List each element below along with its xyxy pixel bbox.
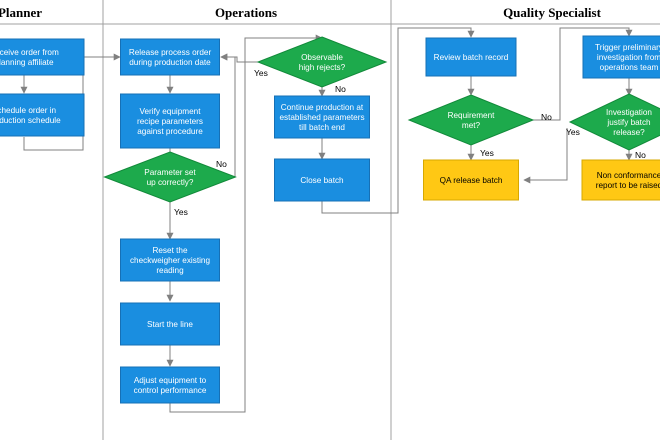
edge-close-to-review	[321, 27, 475, 214]
node-label-line: checkweigher existing	[130, 256, 211, 265]
node-qa-release: QA release batch	[423, 159, 519, 201]
decision-diamond	[568, 93, 660, 151]
edge-schedule-to-release	[23, 53, 121, 151]
lane-title-planner: Planner	[0, 5, 42, 20]
node-label-line: release?	[613, 128, 645, 137]
node-start-line: Start the line	[120, 302, 220, 346]
label-investigation-no: No	[635, 150, 646, 160]
process-box	[120, 38, 220, 76]
process-box	[120, 302, 220, 346]
process-box	[582, 35, 660, 79]
node-label-line: Investigation	[606, 108, 652, 117]
node-label-line: Non conformance	[597, 171, 660, 180]
node-review-batch: Review batch record	[425, 37, 517, 77]
node-label-line: report to be raised	[596, 181, 660, 190]
decision-diamond	[103, 151, 237, 203]
node-label-line: operations team	[600, 63, 659, 72]
edge-label-layer: Yes No Yes No Yes No Yes No	[174, 68, 646, 217]
node-label-line: recipe parameters	[137, 117, 203, 126]
node-label-line: Parameter set	[144, 168, 196, 177]
decision-diamond	[256, 36, 388, 88]
process-box	[0, 38, 85, 76]
node-label-line: against procedure	[137, 127, 203, 136]
label-investigation-yes: Yes	[566, 127, 580, 137]
node-label-line: Trigger preliminary	[595, 43, 660, 52]
node-label-line: production schedule	[0, 116, 61, 125]
node-label-line: justify batch	[606, 118, 651, 127]
node-label-line: up correctly?	[147, 178, 194, 187]
process-box	[425, 37, 517, 77]
node-label-line: QA release batch	[440, 176, 503, 185]
node-label-line: Release process order	[129, 48, 212, 57]
label-param-yes: Yes	[174, 207, 188, 217]
edge-rejects-yes-to-release	[220, 53, 258, 63]
node-label-line: Receive order from	[0, 48, 59, 57]
decision-diamond	[407, 94, 535, 146]
node-label-line: Schedule order in	[0, 106, 57, 115]
node-close-batch: Close batch	[274, 158, 370, 202]
node-label-line: met?	[462, 121, 481, 130]
connector-layer	[20, 27, 633, 413]
label-requirement-yes: Yes	[480, 148, 494, 158]
node-label-line: high rejects?	[299, 63, 346, 72]
lane-title-quality-specialist: Quality Specialist	[503, 5, 602, 20]
process-box	[0, 93, 85, 137]
quality-action-box	[423, 159, 519, 201]
node-label-line: established parameters	[279, 113, 364, 122]
node-label-line: planning affiliate	[0, 58, 54, 67]
label-rejects-no: No	[335, 84, 346, 94]
node-label-line: reading	[156, 266, 184, 275]
process-box	[274, 158, 370, 202]
node-label-line: investigation from	[597, 53, 660, 62]
edge-requirement-no-to-trigger	[533, 27, 633, 121]
node-label-line: Verify equipment	[140, 107, 202, 116]
node-label-line: Reset the	[152, 246, 187, 255]
lane-title-operations: Operations	[215, 5, 277, 20]
label-rejects-yes: Yes	[254, 68, 268, 78]
edge-adjust-to-rejects	[169, 34, 323, 413]
process-box	[120, 93, 220, 149]
process-box	[120, 366, 220, 404]
process-box	[274, 95, 370, 139]
node-label-line: Adjust equipment to	[134, 376, 207, 385]
edge-investigation-yes-to-qa	[523, 128, 568, 184]
process-box	[120, 238, 220, 282]
node-label-line: during production date	[129, 58, 211, 67]
node-schedule-order: Schedule order inproduction schedule	[0, 93, 85, 137]
node-label-line: Start the line	[147, 320, 193, 329]
node-label-line: control performance	[134, 386, 207, 395]
node-label-line: Review batch record	[434, 53, 509, 62]
label-param-no: No	[216, 159, 227, 169]
node-label-line: Requirement	[448, 111, 496, 120]
node-label-line: Observable	[301, 53, 343, 62]
node-label-line: Close batch	[300, 176, 344, 185]
node-label-line: Continue production at	[281, 103, 364, 112]
label-requirement-no: No	[541, 112, 552, 122]
node-label-line: till batch end	[299, 123, 345, 132]
quality-action-box	[581, 159, 660, 201]
